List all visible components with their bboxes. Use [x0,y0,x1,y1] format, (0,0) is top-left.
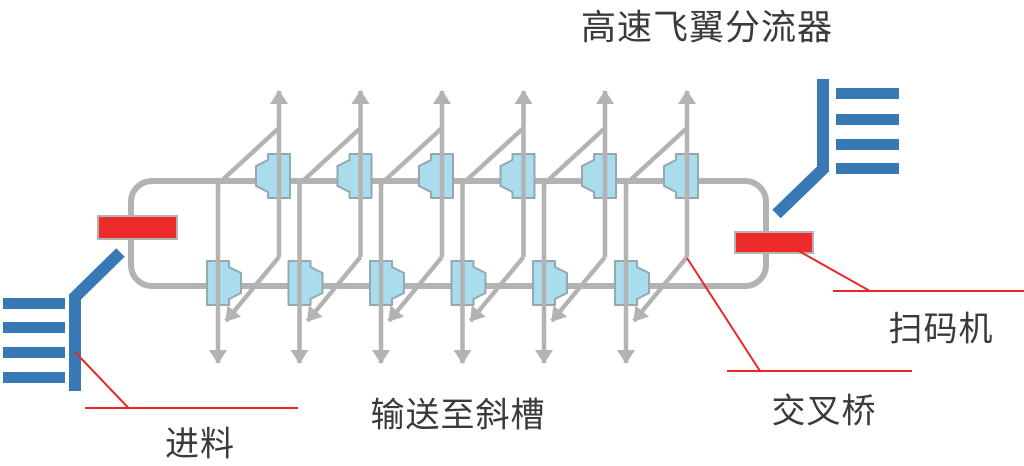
outfeed-line-icon [836,163,899,174]
callout-infeed-leader [74,351,298,409]
outfeed-ramp-icon [772,79,829,219]
diverter-module-1 [207,91,290,363]
diverter-module-5 [533,91,616,363]
diverter-module-6 [615,91,698,363]
diagram-title: 高速飞翼分流器 [580,8,834,49]
infeed-line-icon [3,322,65,333]
outfeed-line-icon [836,114,899,125]
label-cross-bridge: 交叉桥 [771,391,877,432]
infeed-ramp-icon [69,248,125,391]
infeed-line-icon [3,298,65,309]
callout-cross-bridge-leader [686,257,912,372]
diverter-module-3 [370,91,453,363]
outfeed-line-icon [836,88,899,99]
label-scanner: 扫码机 [888,309,994,350]
scanner-left-icon [97,215,178,240]
infeed-conveyor [3,248,125,391]
diverter-module-4 [452,91,535,363]
infeed-line-icon [3,347,65,358]
scanner-right-icon [734,231,814,254]
infeed-line-icon [3,372,65,383]
label-chute: 输送至斜槽 [370,395,546,436]
callout-scanner-leader [796,249,1024,292]
outfeed-line-icon [836,139,899,150]
label-infeed: 进料 [165,424,235,465]
diverter-module-2 [289,91,372,363]
outfeed-conveyor [772,79,899,219]
